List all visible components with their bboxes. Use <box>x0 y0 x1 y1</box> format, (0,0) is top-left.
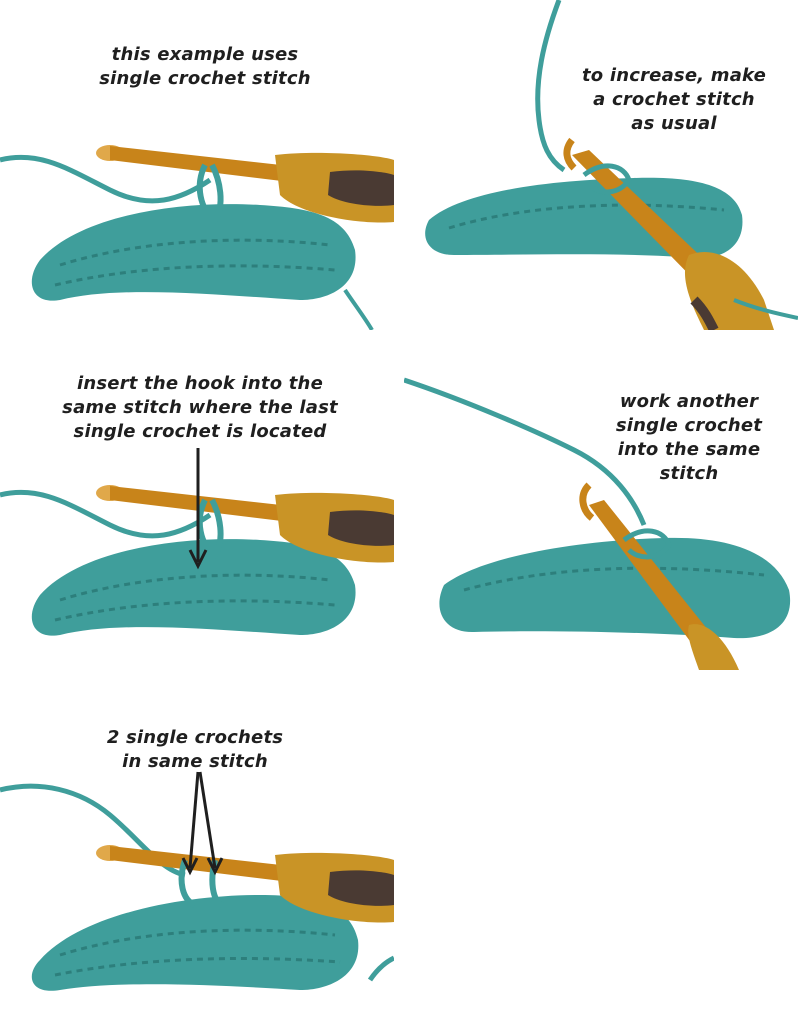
caption-line: same stitch where the last <box>62 397 338 418</box>
step-2-caption: to increase, make a crochet stitch as us… <box>564 64 784 136</box>
caption-line: single crochet <box>615 415 763 436</box>
step-3-photo: insert the hook into the same stitch whe… <box>0 340 394 670</box>
crochet-swatch-illustration <box>425 0 798 330</box>
caption-line: 2 single crochets <box>106 727 284 748</box>
step-2-photo: to increase, make a crochet stitch as us… <box>404 0 798 330</box>
crochet-swatch-illustration <box>0 771 394 991</box>
caption-line: this example uses <box>111 44 299 65</box>
caption-line: into the same <box>617 439 761 460</box>
step-5-photo: 2 single crochets in same stitch <box>0 690 394 1024</box>
caption-line: to increase, make <box>582 65 766 86</box>
caption-line: as usual <box>631 113 717 134</box>
step-4-photo: work another single crochet into the sam… <box>404 340 798 670</box>
pointer-arrow <box>198 771 217 869</box>
caption-line: a crochet stitch <box>593 89 755 110</box>
caption-line: insert the hook into the <box>77 373 323 394</box>
caption-line: stitch <box>659 463 719 484</box>
step-3-caption: insert the hook into the same stitch whe… <box>40 372 360 444</box>
caption-line: in same stitch <box>122 751 268 772</box>
crochet-swatch-illustration <box>0 145 394 330</box>
step-4-caption: work another single crochet into the sam… <box>594 390 784 486</box>
step-1-photo: this example uses single crochet stitch <box>0 0 394 330</box>
caption-line: single crochet stitch <box>99 68 311 89</box>
step-1-caption: this example uses single crochet stitch <box>80 43 330 91</box>
caption-line: work another <box>619 391 759 412</box>
crochet-swatch-illustration <box>0 448 394 636</box>
step-5-caption: 2 single crochets in same stitch <box>90 726 300 774</box>
crochet-swatch-illustration <box>404 377 791 670</box>
pointer-arrow <box>188 771 200 869</box>
caption-line: single crochet is located <box>73 421 327 442</box>
